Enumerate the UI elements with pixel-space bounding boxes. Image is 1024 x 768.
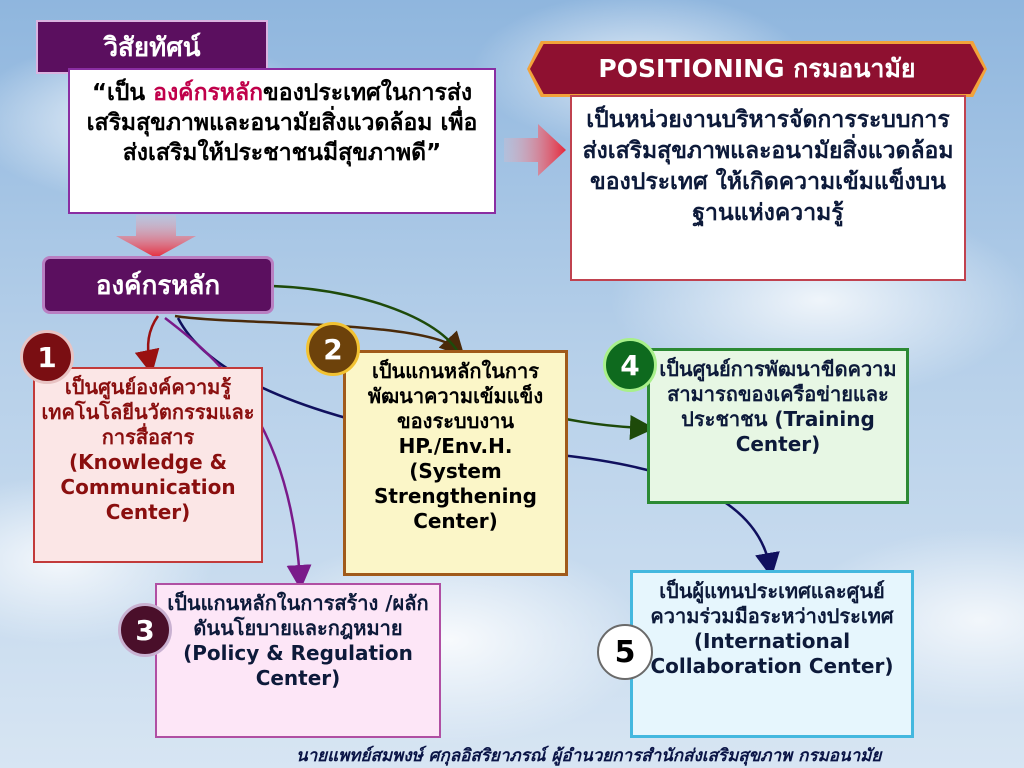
badge-2: 2 — [306, 322, 360, 376]
vision-text-open: “เป็น — [91, 80, 154, 106]
vision-text-highlight: องค์กรหลัก — [153, 80, 264, 106]
positioning-tab: POSITIONING กรมอนามัย — [530, 44, 984, 94]
right-arrow — [504, 124, 566, 176]
vision-statement: “เป็น องค์กรหลักของประเทศในการส่งเสริมสุ… — [68, 68, 496, 214]
footer-credit: นายแพทย์สมพงษ์ ศกุลอิสริยาภรณ์ ผู้อำนวยก… — [296, 746, 882, 766]
link-core-to-1 — [134, 315, 160, 375]
center-3-policy-regulation: เป็นแกนหลักในการสร้าง /ผลักดันนโยบายและก… — [155, 583, 441, 738]
center-5-international: เป็นผู้แทนประเทศและศูนย์ความร่วมมือระหว่… — [630, 570, 914, 738]
badge-1: 1 — [20, 330, 74, 384]
badge-4: 4 — [603, 338, 657, 392]
center-2-system-strengthening: เป็นแกนหลักในการพัฒนาความเข้มแข็งของระบบ… — [343, 350, 568, 576]
center-4-training: เป็นศูนย์การพัฒนาขีดความสามารถของเครือข่… — [647, 348, 909, 504]
vision-text-rest: ของประเทศในการส่งเสริมสุขภาพและอนามัยสิ่… — [86, 80, 478, 166]
center-1-knowledge: เป็นศูนย์องค์ความรู้ เทคโนโลยีนวัตกรรมแล… — [33, 367, 263, 563]
down-arrow — [116, 215, 196, 258]
core-organization-tab: องค์กรหลัก — [42, 256, 274, 314]
badge-5: 5 — [597, 624, 653, 680]
positioning-statement: เป็นหน่วยงานบริหารจัดการระบบการส่งเสริมส… — [570, 95, 966, 281]
badge-3: 3 — [118, 603, 172, 657]
vision-tab: วิสัยทัศน์ — [36, 20, 268, 74]
